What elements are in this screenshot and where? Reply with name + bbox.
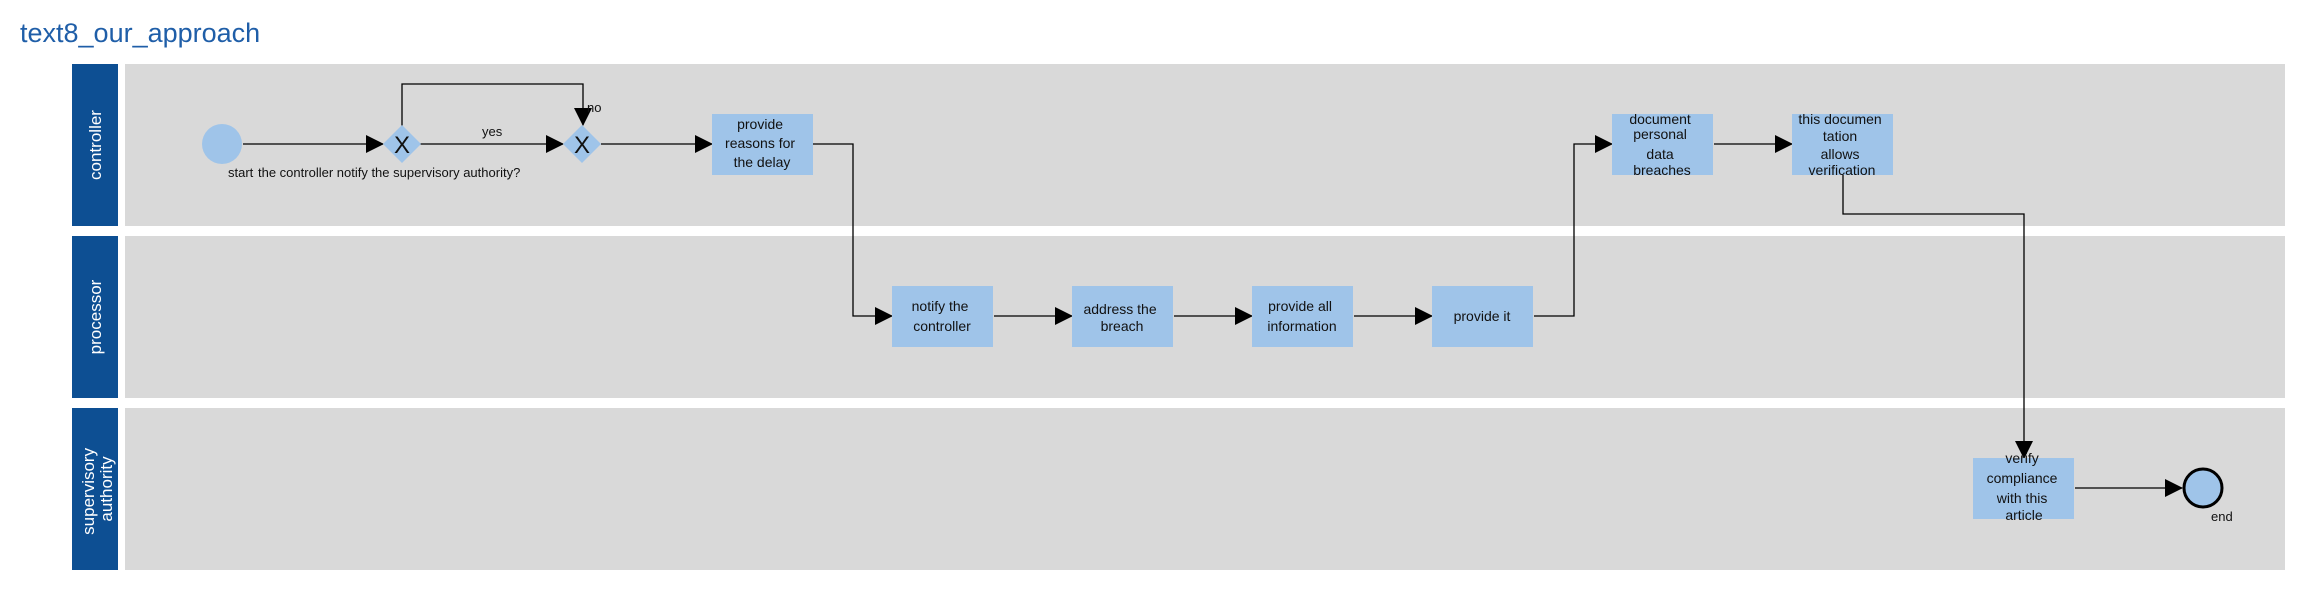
task-label: this documen tation allows verification [1798, 111, 1885, 178]
task-label: address the breach [1083, 301, 1160, 334]
lane-header-controller [72, 64, 118, 226]
task-box[interactable] [1612, 114, 1713, 175]
lane-processor: processor [72, 236, 2285, 398]
task-document-breaches[interactable]: document personal data breaches [1612, 111, 1713, 178]
task-address-breach[interactable]: address the breach [1072, 286, 1173, 347]
task-verify-compliance[interactable]: verify compliance with this article [1973, 450, 2074, 523]
diagram-title: text8_our_approach [20, 18, 261, 48]
task-label: verify compliance with this article [1987, 450, 2062, 523]
flow-task5-to-task6 [1534, 135, 1613, 317]
start-event[interactable]: start [202, 124, 254, 180]
task-provide-it[interactable]: provide it [1432, 286, 1533, 347]
task-box[interactable] [1432, 286, 1533, 347]
end-event-label: end [2211, 509, 2233, 524]
lane-label-processor: processor [86, 279, 105, 354]
task-label: provide all information [1267, 298, 1336, 334]
gateway-2[interactable]: X [563, 125, 601, 163]
task-label: document personal data breaches [1629, 111, 1694, 178]
flow-label-no: no [587, 100, 601, 115]
start-event-circle[interactable] [202, 124, 242, 164]
task-box[interactable] [1072, 286, 1173, 347]
start-event-label: start [228, 165, 254, 180]
task-provide-reasons[interactable]: provide reasons for the delay [712, 114, 813, 175]
flow-label-yes: yes [482, 124, 503, 139]
task-box[interactable] [1792, 114, 1893, 175]
lane-body-processor [125, 236, 2285, 398]
lane-label-controller: controller [86, 110, 105, 180]
task-box[interactable] [1973, 458, 2074, 519]
gateway-1-x-icon: X [394, 132, 410, 159]
task-label: provide reasons for the delay [725, 116, 799, 170]
gateway-1-diamond[interactable] [383, 125, 421, 163]
gateway-1[interactable]: X the controller notify the supervisory … [258, 125, 520, 180]
gateway-2-x-icon: X [574, 132, 590, 159]
task-box[interactable] [892, 286, 993, 347]
end-event-circle[interactable] [2182, 467, 2224, 509]
gateway-2-diamond[interactable] [563, 125, 601, 163]
task-notify-controller[interactable]: notify the controller [892, 286, 993, 347]
lane-body-supervisory [125, 408, 2285, 570]
task-label: provide it [1454, 308, 1511, 324]
lane-header-processor [72, 236, 118, 398]
lane-label-supervisory: supervisory authority [79, 443, 116, 535]
task-documentation-allows-verification[interactable]: this documen tation allows verification [1792, 111, 1893, 178]
lane-controller: controller [72, 64, 2285, 226]
lane-header-supervisory [72, 408, 118, 570]
sequence-flows [243, 83, 2183, 497]
task-box[interactable] [1252, 286, 1353, 347]
task-box[interactable] [712, 114, 813, 175]
flow-task7-to-task8 [1842, 175, 2033, 459]
task-provide-all-information[interactable]: provide all information [1252, 286, 1353, 347]
end-event[interactable]: end [2182, 467, 2233, 524]
task-label: notify the controller [912, 298, 973, 334]
gateway-1-label: the controller notify the supervisory au… [258, 165, 520, 180]
lane-supervisory-authority: supervisory authority [72, 408, 2285, 570]
flow-task1-to-task2 [813, 143, 893, 325]
flow-no [401, 83, 592, 126]
lane-body-controller [125, 64, 2285, 226]
